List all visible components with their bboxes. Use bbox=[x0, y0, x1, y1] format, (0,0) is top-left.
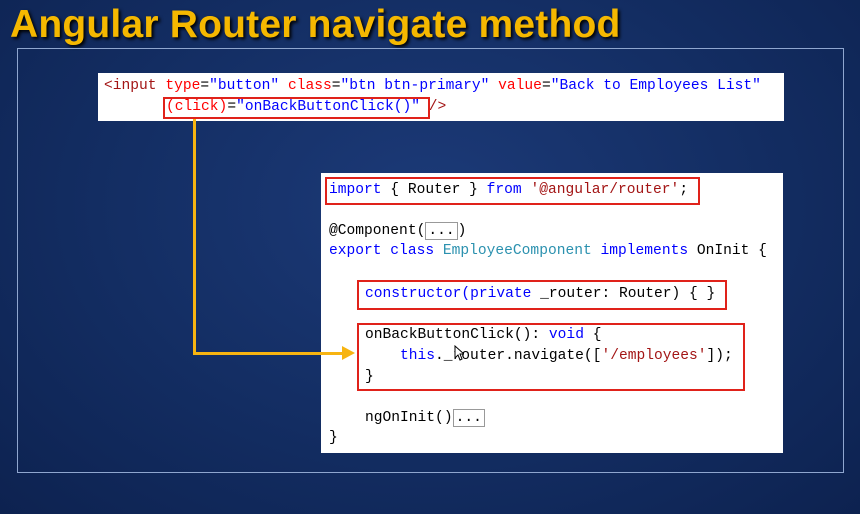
code-line-method-close: } bbox=[365, 369, 374, 385]
code-line-click-binding: (click)="onBackButtonClick()" /> bbox=[166, 99, 447, 115]
slide-content-frame bbox=[17, 48, 844, 473]
component-code-snippet: import { Router } from '@angular/router'… bbox=[321, 173, 783, 453]
mouse-cursor-icon bbox=[454, 344, 466, 366]
click-binding-highlight bbox=[163, 97, 430, 119]
slide-title: Angular Router navigate method bbox=[10, 3, 621, 46]
code-line-method-signature: onBackButtonClick(): void { bbox=[365, 327, 602, 343]
collapsed-region-ngoninit[interactable]: ... bbox=[452, 409, 485, 427]
connector-arrow-head-icon bbox=[342, 346, 355, 360]
code-line-import: import { Router } from '@angular/router'… bbox=[329, 182, 689, 198]
collapsed-region-decorator[interactable]: ... bbox=[425, 222, 458, 240]
code-line-decorator: @Component(...) bbox=[329, 222, 467, 240]
code-line-constructor: constructor(private _router: Router) { } bbox=[365, 286, 716, 302]
navigate-method-highlight bbox=[357, 323, 745, 391]
connector-arrow-vertical bbox=[193, 119, 196, 354]
template-code-snippet: <input type="button" class="btn btn-prim… bbox=[98, 73, 784, 121]
code-line-ngoninit: ngOnInit()... bbox=[365, 409, 485, 427]
code-line-class-close: } bbox=[329, 430, 338, 446]
code-line-input-tag: <input type="button" class="btn btn-prim… bbox=[104, 78, 761, 94]
code-line-navigate-call: this._router.navigate(['/employees']); bbox=[400, 348, 733, 364]
import-router-highlight bbox=[325, 177, 700, 205]
code-line-class-declaration: export class EmployeeComponent implement… bbox=[329, 243, 767, 259]
constructor-highlight bbox=[357, 280, 727, 310]
connector-arrow-horizontal bbox=[193, 352, 345, 355]
